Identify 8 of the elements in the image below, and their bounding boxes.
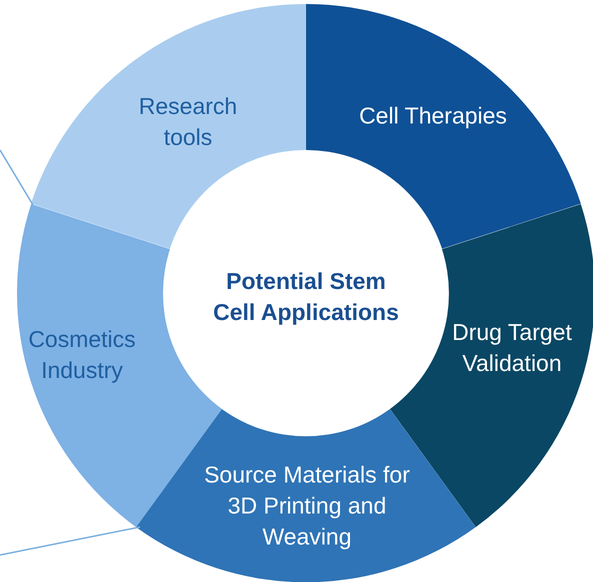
segment-label: Research tools (138, 92, 238, 152)
segment-label: Source Materials for 3D Printing and Weaving (203, 460, 411, 552)
segment-label: Cell Therapies (358, 102, 508, 130)
center-title: Potential Stem Cell Applications (212, 267, 400, 327)
leader-line (0, 526, 140, 556)
segment-label: Drug Target Validation (451, 318, 573, 378)
leader-line (0, 150, 34, 206)
segment-label: Cosmetics Industry (27, 324, 137, 385)
